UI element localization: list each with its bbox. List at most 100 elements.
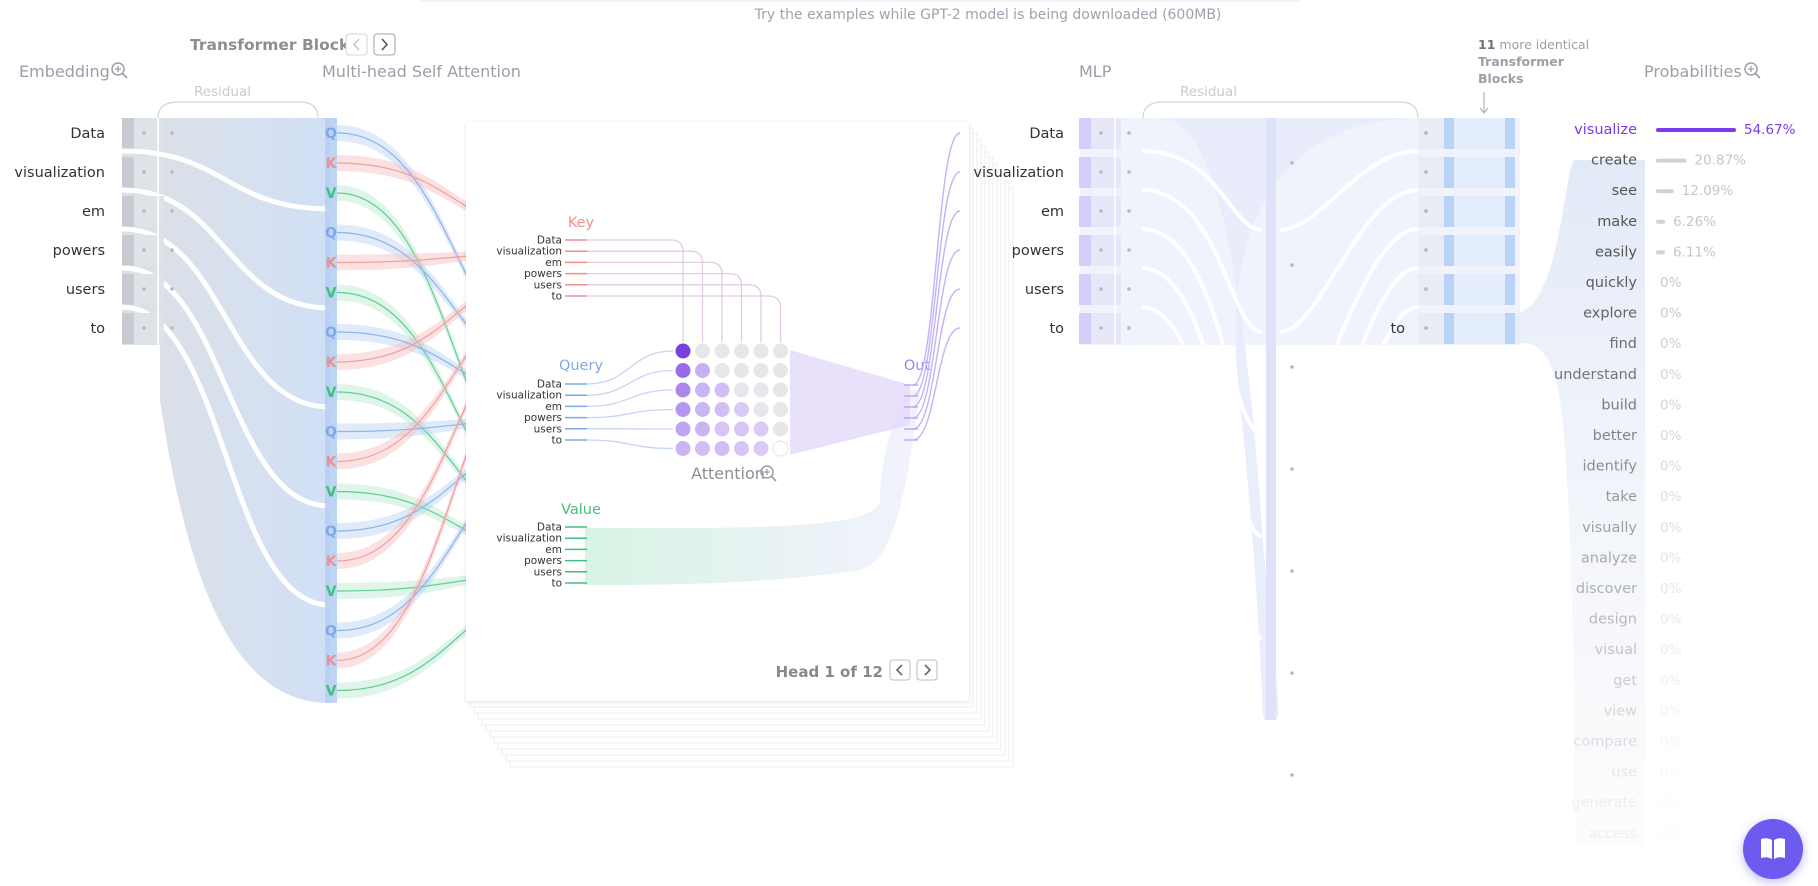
block-next-button[interactable] [373,33,396,56]
attention-cell [714,421,730,437]
docs-button[interactable] [1743,819,1803,879]
probability-token[interactable]: design [1589,612,1637,628]
q-label: Q [325,624,337,640]
embedding-token-label: visualization [14,165,105,181]
zoom-in-icon [760,465,774,479]
probabilities-zoom-button[interactable] [1744,62,1761,79]
attention-zoom-button[interactable] [760,465,777,482]
probability-token[interactable]: use [1611,765,1637,781]
probability-row[interactable]: take 0% [1606,489,1682,505]
probability-value: 0% [1660,489,1682,505]
mlp-input-cell [1091,118,1121,149]
v-label: V [326,286,337,302]
probability-token[interactable]: understand [1554,367,1637,383]
probability-row[interactable]: easily 6.11% [1595,244,1716,260]
head-next-button[interactable] [916,659,938,681]
mlp-input-vector [1079,274,1091,305]
probability-value: 0% [1660,581,1682,597]
mlp-dot [1099,170,1103,174]
probability-token[interactable]: analyze [1581,550,1637,566]
probability-row[interactable]: discover 0% [1576,581,1682,597]
probability-value: 0% [1660,765,1682,781]
probability-token[interactable]: discover [1576,581,1637,597]
k-label: K [326,455,338,471]
attention-head-stack [466,122,1014,768]
probability-row[interactable]: access 0% [1588,826,1681,842]
embedding-cell [134,313,164,344]
attention-cell [753,421,769,437]
embedding-dot [170,170,174,174]
out-line [912,132,961,386]
probability-token[interactable]: create [1591,153,1637,169]
last-token-label: to [1390,321,1405,337]
mlp-dot [1290,569,1294,573]
head-prev-button[interactable] [889,659,911,681]
block-prev-button[interactable] [345,33,368,56]
more-blocks-count: 11 [1478,37,1495,52]
mlp-token-label: Data [1029,126,1064,142]
probability-value: 0% [1660,306,1682,322]
probability-token[interactable]: visual [1595,642,1637,658]
probability-token[interactable]: find [1609,336,1637,352]
probability-token[interactable]: access [1588,826,1637,842]
more-blocks-cell [1454,157,1514,188]
attention-cell [734,363,749,378]
key-title: Key [568,215,595,231]
mlp-output-cell [1418,118,1444,149]
probability-token[interactable]: take [1606,489,1637,505]
probability-row[interactable]: explore 0% [1583,306,1682,322]
probability-token[interactable]: generate [1571,795,1637,811]
mlp-separator [1141,188,1263,334]
probability-token[interactable]: view [1604,703,1638,719]
probability-token[interactable]: compare [1573,734,1637,750]
probability-token[interactable]: identify [1583,459,1638,475]
key-token-label: Data [537,235,562,247]
k-label: K [326,654,338,670]
mlp-dot [1290,467,1294,471]
probability-token[interactable]: explore [1583,306,1637,322]
probability-token[interactable]: quickly [1586,275,1638,291]
mlp-dot [1127,170,1131,174]
probability-value: 0% [1660,826,1682,842]
attention-cell [695,382,710,398]
probability-token[interactable]: build [1601,397,1637,413]
more-blocks-cell [1454,196,1514,227]
block-output-vector [1444,118,1454,149]
probability-value: 6.11% [1673,244,1716,260]
probability-token[interactable]: visualize [1574,122,1637,138]
embedding-dot [142,287,146,291]
embedding-zoom-button[interactable] [111,62,128,79]
probability-token[interactable]: better [1593,428,1637,444]
probability-row[interactable]: visually 0% [1582,520,1681,536]
final-output-vector [1505,235,1515,266]
out-line [912,171,961,397]
probability-value: 0% [1660,520,1682,536]
block-output-vector [1444,313,1454,344]
probability-token[interactable]: make [1597,214,1637,230]
key-flow [337,294,580,669]
probability-token[interactable]: see [1612,183,1637,199]
probability-token[interactable]: easily [1595,244,1637,260]
probability-row[interactable]: use 0% [1611,765,1681,781]
key-token-label: powers [524,268,562,280]
probability-token[interactable]: get [1613,673,1637,689]
probability-token[interactable]: visually [1582,520,1637,536]
